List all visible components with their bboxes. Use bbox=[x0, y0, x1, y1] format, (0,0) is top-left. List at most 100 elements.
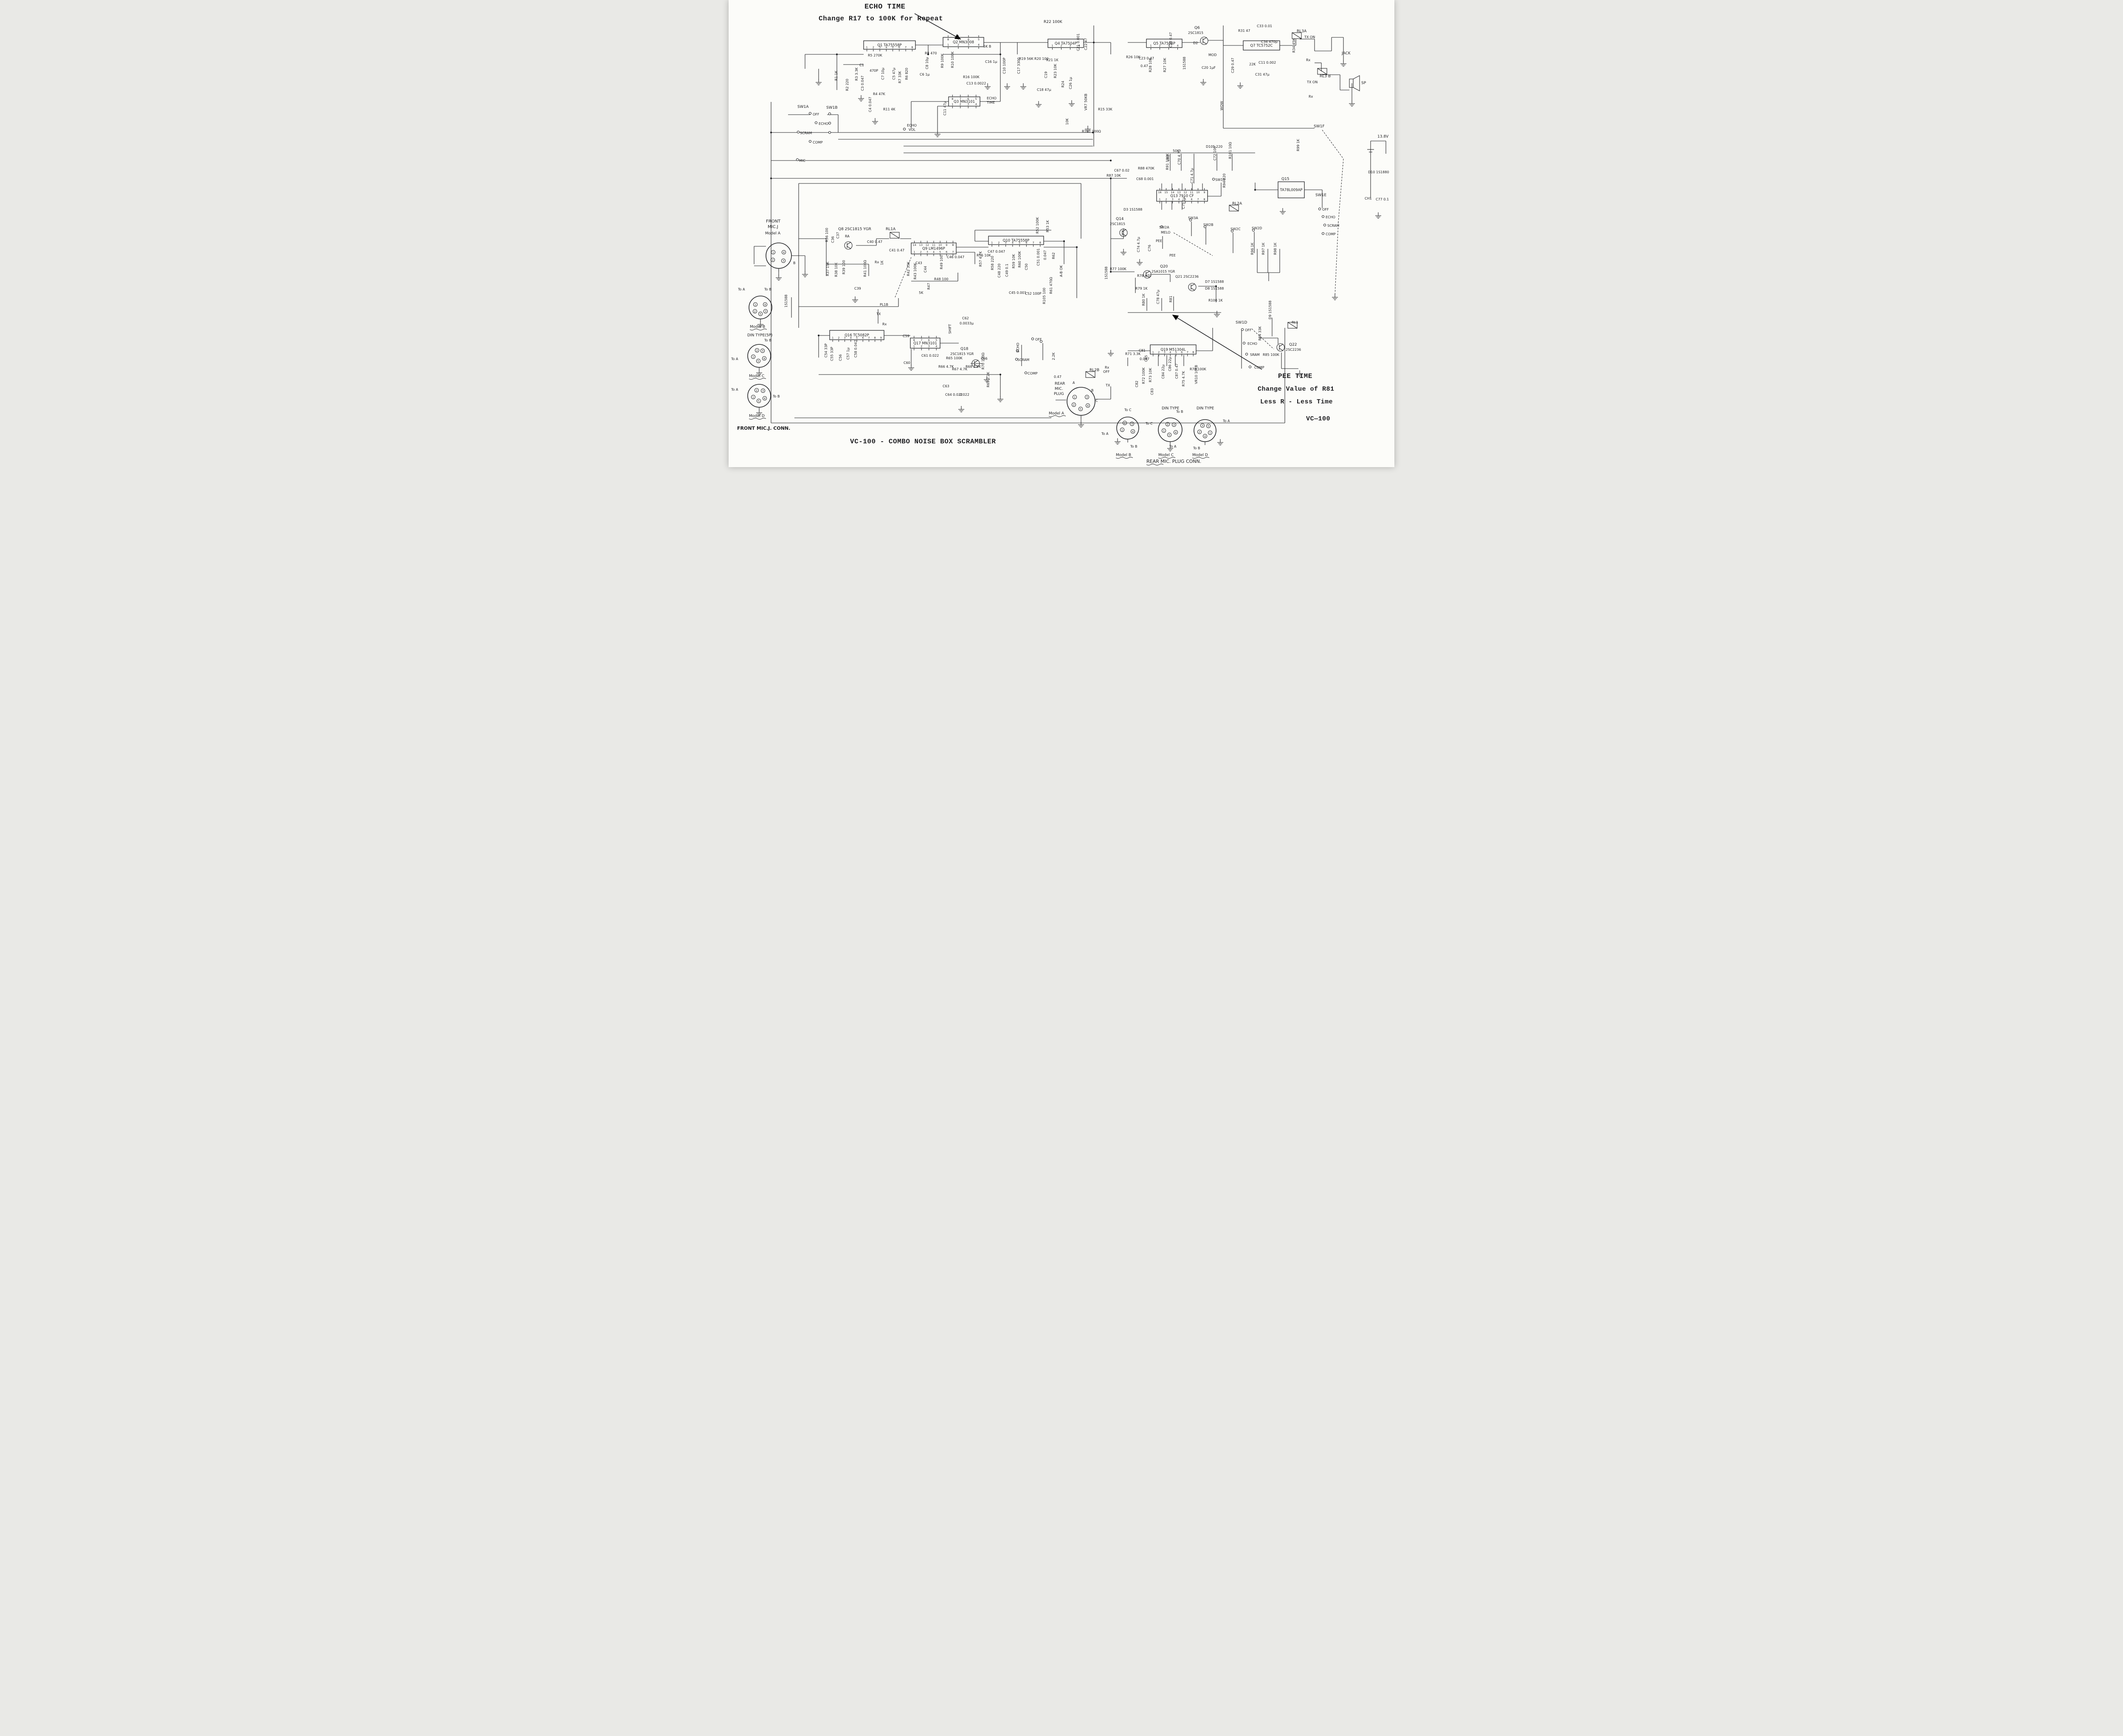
transistor-icon bbox=[971, 359, 980, 368]
ground-icon bbox=[985, 83, 991, 90]
ic-pin-number: 4 bbox=[935, 345, 937, 348]
component-label: 2SA1015 YGR bbox=[1152, 270, 1175, 273]
component-label: C62 bbox=[962, 316, 969, 320]
connector-pin-number: 4 bbox=[1132, 430, 1134, 433]
ic-pin-number: 4 bbox=[978, 44, 980, 47]
connector-pin bbox=[754, 388, 759, 393]
component-label: Rx bbox=[1105, 366, 1109, 369]
switch-contact bbox=[1318, 207, 1321, 211]
component-label: C41 0.47 bbox=[889, 248, 904, 252]
connector-pin-number: 2 bbox=[1167, 423, 1168, 426]
connector-pin bbox=[1173, 430, 1178, 435]
ic-pin-number: 14 bbox=[1171, 191, 1174, 194]
component-label: 2.2K bbox=[1052, 352, 1056, 360]
component-label: RL3 bbox=[1292, 321, 1298, 324]
component-label: R21 1K bbox=[1046, 58, 1059, 62]
component-label: To B bbox=[1193, 446, 1200, 450]
ic-pin-number: 3 bbox=[844, 337, 846, 340]
component-label: Rx bbox=[875, 260, 879, 264]
ic-pin-number: 1 bbox=[1152, 351, 1154, 354]
component-label: R57 4.7K bbox=[979, 251, 983, 267]
component-label: VR9 bbox=[1166, 155, 1170, 161]
component-label: C18 47μ bbox=[1037, 88, 1051, 92]
component-label: C55 33P bbox=[830, 347, 834, 361]
connector-pin bbox=[756, 398, 761, 403]
component-label: ECHO bbox=[1247, 342, 1257, 346]
component-label: R78 470 bbox=[1137, 274, 1152, 278]
component-label: C13 0.0022 bbox=[966, 82, 986, 85]
component-label: C81 bbox=[1139, 349, 1146, 352]
ic-pin-number: 13 bbox=[1177, 191, 1180, 194]
component-label: R34 45K bbox=[1292, 38, 1296, 53]
component-label: C8 10μ bbox=[925, 57, 929, 70]
component-label: To A bbox=[1169, 445, 1177, 448]
component-label: C33 0.01 bbox=[1257, 24, 1272, 28]
ic-pin-number: 2 bbox=[1165, 198, 1167, 201]
component-label: PEE bbox=[1169, 254, 1176, 257]
component-label: C28 0.47 bbox=[1169, 32, 1173, 48]
component-label: R11 4K bbox=[883, 107, 895, 111]
connector-pin bbox=[1206, 423, 1211, 428]
component-label: C19 bbox=[1044, 71, 1048, 78]
transistor-icon bbox=[1143, 270, 1152, 279]
annotation-text: VC—100 bbox=[1306, 415, 1330, 423]
mechanical-link-dashed bbox=[1251, 328, 1274, 349]
component-label: RA bbox=[845, 234, 850, 238]
component-label: R24 bbox=[1061, 81, 1065, 87]
component-label: MELO bbox=[1161, 231, 1170, 234]
ic-pin-number: 5 bbox=[1019, 242, 1020, 245]
ic-pin-number: 1 bbox=[1051, 45, 1053, 48]
ic-pin-number: 2 bbox=[838, 337, 839, 340]
ic-pin-number: 6 bbox=[928, 339, 930, 342]
component-label: R62 bbox=[1052, 252, 1056, 259]
junction-dot bbox=[999, 373, 1002, 376]
connector-pin-number: 1 bbox=[772, 251, 774, 254]
junction-dot bbox=[1215, 285, 1217, 287]
component-label: COMP bbox=[1028, 372, 1038, 375]
component-label: Model A bbox=[765, 231, 781, 236]
connector-pin bbox=[753, 302, 758, 307]
component-label: C74 4.7μ bbox=[1137, 237, 1140, 252]
component-label: SW2C bbox=[1230, 227, 1241, 231]
ic-pin-number: 5 bbox=[935, 339, 937, 342]
ic-pin-number: 1 bbox=[866, 46, 868, 49]
component-label: C34 470μ bbox=[1261, 40, 1278, 44]
component-label: OFF bbox=[1245, 328, 1252, 332]
component-label: To C bbox=[1145, 422, 1153, 426]
annotation-text: Less R - Less Time bbox=[1260, 398, 1333, 406]
component-label: 0.047 bbox=[1043, 250, 1047, 260]
switch-contact bbox=[1212, 178, 1215, 181]
connector-pin bbox=[781, 250, 786, 255]
component-label: OFF bbox=[1103, 370, 1110, 374]
component-label: C72 100 bbox=[1213, 146, 1217, 161]
component-label: Rx bbox=[1309, 95, 1313, 99]
component-label: C49 0.1 bbox=[1005, 264, 1009, 277]
connector-pin bbox=[762, 356, 767, 361]
component-label: C22 47 bbox=[1084, 38, 1088, 51]
connector-pin bbox=[1078, 406, 1083, 411]
ic-pin-number: 3 bbox=[967, 103, 969, 106]
component-label: R6 820 bbox=[905, 68, 909, 80]
connector-pin bbox=[760, 348, 765, 353]
ic-pin-number: 7 bbox=[960, 98, 961, 101]
connector-pin bbox=[752, 309, 757, 314]
component-label: R37 15K bbox=[826, 262, 830, 276]
component-label: To B bbox=[772, 395, 780, 398]
component-label: TIME bbox=[986, 101, 995, 104]
component-label: R41 100Ω bbox=[863, 260, 867, 277]
relay-coil-icon bbox=[1317, 68, 1327, 75]
junction-dot bbox=[1092, 41, 1095, 44]
ic-pin-number: 5 bbox=[978, 38, 980, 41]
mechanical-link-dashed bbox=[1322, 130, 1344, 159]
component-label: R75 4.7K bbox=[1182, 371, 1185, 386]
ic-pin-number: 2 bbox=[998, 242, 1000, 245]
ground-icon bbox=[997, 396, 1003, 402]
wavy-underline bbox=[1115, 457, 1133, 459]
component-label: R94 220 bbox=[1222, 173, 1226, 188]
connector-pin bbox=[781, 258, 786, 263]
component-label: C11 47μ bbox=[943, 101, 947, 116]
connector-pin bbox=[771, 250, 776, 255]
ground-icon bbox=[816, 79, 822, 85]
ground-icon bbox=[1332, 294, 1338, 300]
